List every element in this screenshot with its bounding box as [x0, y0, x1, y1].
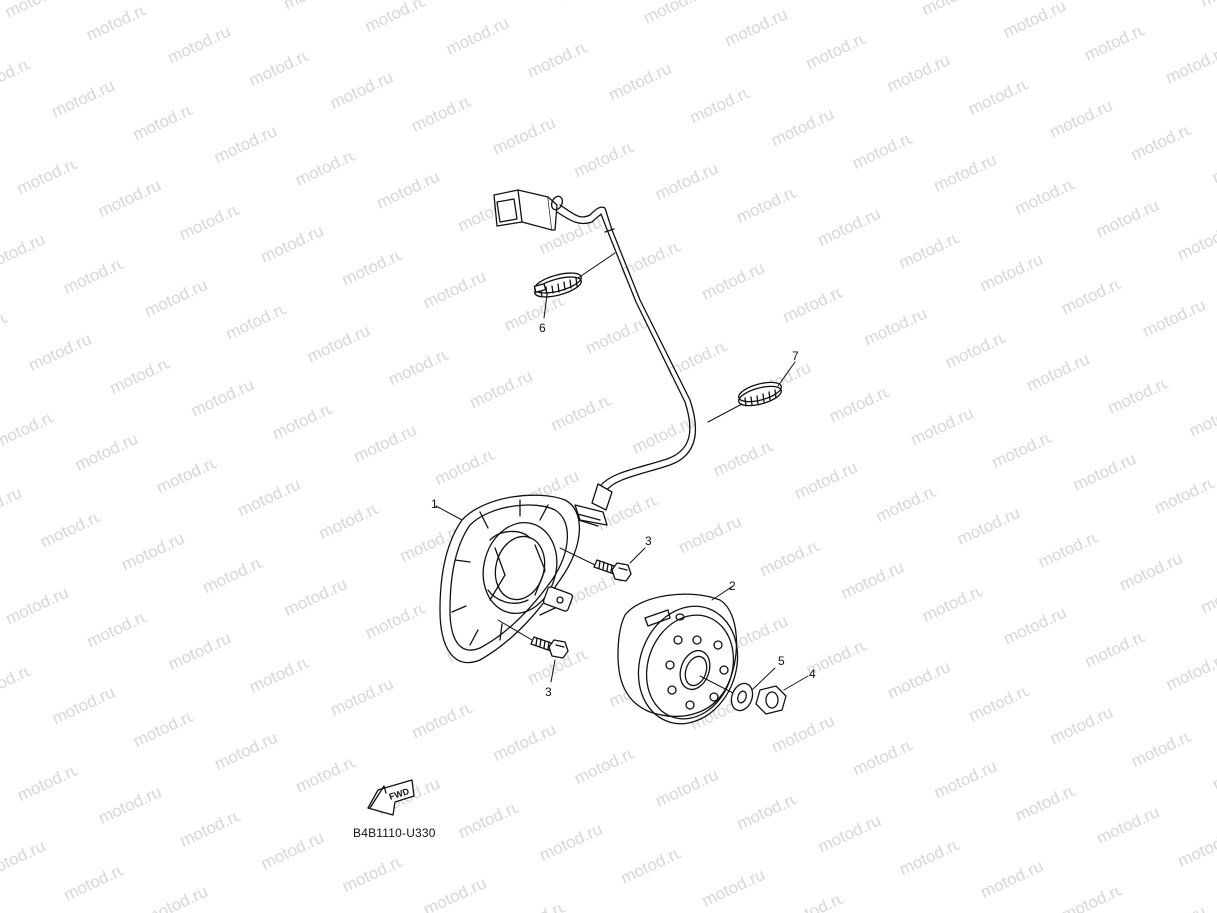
fwd-direction-arrow: [367, 779, 415, 816]
wire-harness: [556, 204, 697, 493]
callout-4: 4: [809, 667, 816, 681]
callout-3-lower: 3: [545, 685, 552, 699]
rotor-flywheel: [617, 585, 739, 725]
diagram-code: B4B1110-U330: [353, 826, 436, 840]
bolt-upper: [559, 547, 646, 582]
callout-3-upper: 3: [645, 534, 652, 548]
callout-2: 2: [729, 579, 736, 593]
callout-1: 1: [431, 497, 438, 511]
callout-7: 7: [792, 349, 799, 363]
washer: [730, 667, 776, 712]
wire-connector: [493, 189, 564, 231]
wire-grommet: [569, 483, 613, 527]
stator-assembly: [435, 494, 581, 664]
callout-6: 6: [539, 321, 546, 335]
wire-clamp-6: [533, 252, 616, 319]
callout-5: 5: [778, 654, 785, 668]
bolt-lower: [497, 619, 569, 683]
nut: [755, 675, 809, 715]
wire-clamp-7: [707, 361, 796, 423]
